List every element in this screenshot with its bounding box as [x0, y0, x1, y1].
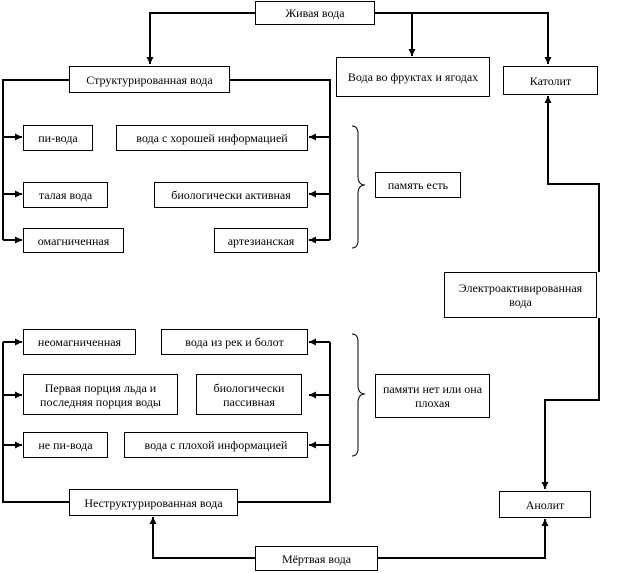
- node-non-pi-water-label: не пи-вода: [38, 438, 93, 452]
- node-bad-info-water-label: вода с плохой информацией: [144, 438, 288, 452]
- node-living-water: Живая вода: [255, 1, 375, 25]
- arrow-electro-to-anolyte: [541, 318, 600, 489]
- node-non-magnetized: неомагниченная: [23, 329, 136, 355]
- arrow-living-to-structured: [146, 12, 255, 64]
- node-bio-active: биологически активная: [154, 182, 308, 208]
- node-good-info-water-label: вода с хорошей информацией: [136, 131, 288, 145]
- node-memory-no: памяти нет или она плохая: [375, 374, 490, 418]
- node-anolyte-label: Анолит: [525, 497, 565, 512]
- node-melt-water-label: талая вода: [38, 188, 93, 202]
- rail-structured-right: [230, 79, 331, 240]
- node-bio-passive: биологически пассивная: [196, 374, 302, 415]
- node-non-magnetized-label: неомагниченная: [37, 335, 122, 349]
- node-anolyte: Анолит: [499, 491, 591, 518]
- brace-memory-yes: [351, 125, 366, 249]
- node-memory-yes: память есть: [375, 172, 461, 198]
- arrow-dead-to-unstructured: [149, 517, 255, 559]
- node-dead-water-label: Мёртвая вода: [281, 551, 352, 566]
- node-living-water-label: Живая вода: [285, 6, 345, 20]
- node-melt-water: талая вода: [23, 182, 108, 208]
- node-river-swamp-water: вода из рек и болот: [161, 329, 308, 355]
- node-catholyte: Католит: [503, 66, 598, 95]
- node-fruit-water-label: Вода во фруктах и ягодах: [347, 70, 479, 84]
- node-magnetized-label: омагниченная: [37, 233, 110, 248]
- rail-unstructured-right: [238, 342, 331, 503]
- arrow-living-to-catholyte: [412, 12, 552, 64]
- brace-memory-no: [351, 333, 366, 457]
- node-pi-water: пи-вода: [23, 125, 93, 151]
- arrow-living-to-fruit: [375, 12, 416, 56]
- node-unstructured-water-label: Неструктурированная вода: [84, 495, 223, 510]
- node-memory-yes-label: память есть: [387, 178, 449, 192]
- node-artesian-label: артезианская: [227, 233, 295, 248]
- node-memory-no-label: памяти нет или она плохая: [382, 382, 483, 410]
- rail-unstructured-left: [2, 342, 69, 503]
- node-dead-water: Мёртвая вода: [255, 546, 378, 571]
- node-first-last-portion-label: Первая порция льда и последняя порция во…: [40, 380, 161, 409]
- node-magnetized: омагниченная: [23, 228, 124, 253]
- node-structured-water: Структурированная вода: [69, 66, 230, 93]
- arrow-dead-to-anolyte: [378, 519, 549, 559]
- node-good-info-water: вода с хорошей информацией: [116, 125, 308, 151]
- node-electroactivated: Электроактивированная вода: [444, 272, 597, 318]
- node-pi-water-label: пи-вода: [38, 131, 78, 145]
- node-bad-info-water: вода с плохой информацией: [124, 432, 308, 458]
- node-structured-water-label: Структурированная вода: [86, 72, 213, 87]
- rail-structured-left: [2, 79, 69, 240]
- node-bio-passive-label: биологически пассивная: [213, 380, 285, 409]
- node-non-pi-water: не пи-вода: [23, 432, 108, 458]
- node-river-swamp-water-label: вода из рек и болот: [185, 335, 284, 349]
- node-artesian: артезианская: [214, 228, 308, 253]
- node-electroactivated-label: Электроактивированная вода: [458, 281, 583, 309]
- node-first-last-portion: Первая порция льда и последняя порция во…: [23, 374, 178, 415]
- node-unstructured-water: Неструктурированная вода: [69, 489, 238, 516]
- arrow-electro-to-catholyte: [544, 96, 600, 272]
- node-bio-active-label: биологически активная: [171, 188, 291, 202]
- node-catholyte-label: Католит: [529, 73, 572, 88]
- node-fruit-water: Вода во фруктах и ягодах: [336, 57, 490, 97]
